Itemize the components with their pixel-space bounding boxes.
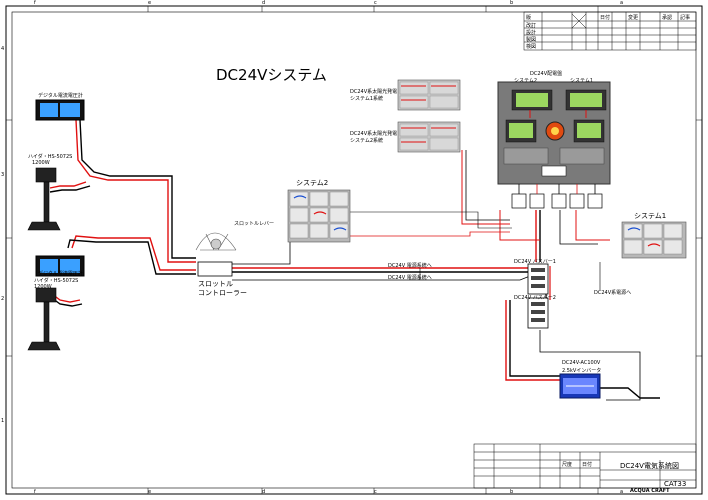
wire-note-2: DC24V 電源系統へ (388, 275, 432, 281)
grid-number-left: 2 (1, 296, 5, 302)
revision-header: 日付 (600, 15, 611, 21)
inverter-title: DC24V-AC100V (562, 360, 601, 366)
title-block (473, 443, 697, 489)
grid-letter-top: f (34, 0, 36, 6)
throttle-controller-label-2: コントローラー (198, 289, 247, 297)
grid-number-left: 3 (1, 172, 5, 178)
busbar-label-1: DC24V バスバー1 (514, 259, 556, 265)
solar-system1-panels (397, 79, 461, 111)
revision-table (523, 11, 697, 51)
grid-letter-bottom: f (34, 489, 36, 495)
digital-meter-top-label: デジタル電流電圧計 (38, 93, 83, 99)
inverter-sub: 2.5kVインバータ (562, 368, 602, 374)
motor-top-watt: 1200W (32, 160, 50, 166)
grid-letter-bottom: a (620, 489, 624, 495)
panel-group-title: DC24V配電盤 (530, 71, 563, 77)
grid-number-left: 4 (1, 46, 5, 52)
scale-label: 尺度 (562, 462, 573, 468)
grid-letter-top: d (262, 0, 266, 6)
system2-group-label: システム2 (296, 179, 329, 187)
revision-row-label: 設計 (526, 30, 537, 36)
solar-system2-panels (397, 121, 461, 153)
panel-system2-label: システム2 (514, 78, 538, 84)
revision-header: 変更 (628, 15, 639, 21)
revision-row-label: 改訂 (526, 23, 537, 29)
digital-meter-bottom (35, 255, 85, 277)
grid-ticks (6, 6, 702, 494)
motor-bottom-model: ハイダ・HS-5072S (34, 278, 79, 284)
to-dc24v-label: DC24V系電源へ (594, 290, 632, 296)
grid-letter-bottom: d (262, 489, 266, 495)
busbar-label-2: DC24V バスバー2 (514, 295, 556, 301)
outer-frame (5, 5, 703, 495)
wire-note-1: DC24V 電源系統へ (388, 263, 432, 269)
panel-system1-label: システム1 (570, 78, 594, 84)
drawing-number: CAT33 (664, 480, 687, 488)
grid-letter-top: b (510, 0, 514, 6)
revision-header: 版 (526, 15, 532, 21)
grid-letter-top: c (374, 0, 377, 6)
page-title: DC24Vシステム (216, 66, 327, 84)
throttle-lever-label: スロットルレバー (234, 221, 275, 227)
inner-frame (11, 11, 697, 489)
revision-row-label: 検図 (526, 44, 537, 50)
grid-number-left: 1 (1, 418, 5, 424)
motor-bottom (27, 287, 61, 351)
inverter (559, 373, 601, 399)
distribution-panel (497, 81, 611, 185)
grid-letter-top: a (620, 0, 624, 6)
system1-group-label: システム1 (634, 212, 667, 220)
solar-system1-label: DC24V系太陽光発電 (350, 89, 398, 95)
grid-letter-bottom: e (148, 489, 152, 495)
revision-header: 承認 (662, 15, 673, 21)
system2-batteries (287, 189, 351, 243)
busbars (527, 263, 549, 329)
drawing-name: DC24V電気系統図 (620, 462, 679, 470)
motor-top (27, 167, 61, 231)
motor-bottom-watt: 1200W (34, 284, 52, 290)
digital-meter-top (35, 99, 85, 121)
throttle-controller-label: スロットル (198, 280, 233, 288)
company-logo: ACQUA CRAFT (630, 488, 670, 494)
date-label: 日付 (582, 462, 593, 468)
digital-meter-bottom-label: デジタル電流電圧計 (38, 271, 83, 277)
grid-letter-bottom: c (374, 489, 377, 495)
motor-top-model: ハイダ・HS-5072S (28, 154, 73, 160)
solar-system2-label: DC24V系太陽光発電 (350, 131, 398, 137)
grid-letter-bottom: b (510, 489, 514, 495)
system1-batteries (621, 221, 687, 259)
revision-row-label: 製図 (526, 37, 537, 43)
throttle-controller-box (197, 261, 233, 277)
breaker-row (511, 184, 603, 209)
revision-header: 記事 (680, 15, 691, 21)
solar-system2-sub: システム2系統 (350, 138, 384, 144)
grid-letter-top: e (148, 0, 152, 6)
solar-system1-sub: システム1系統 (350, 96, 384, 102)
throttle-lever (195, 232, 237, 251)
